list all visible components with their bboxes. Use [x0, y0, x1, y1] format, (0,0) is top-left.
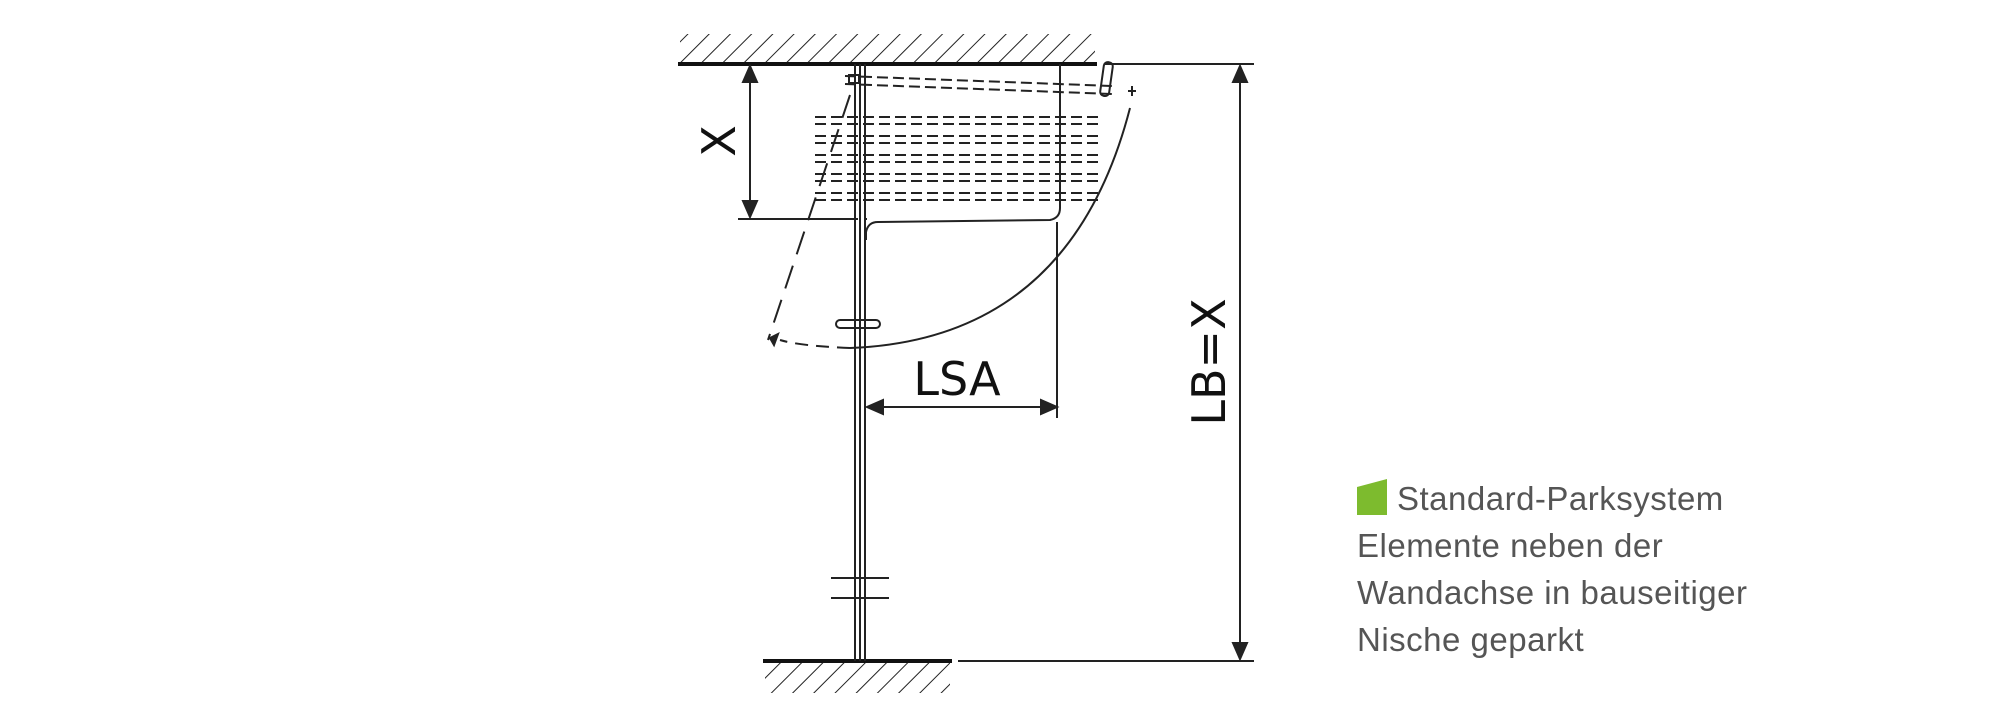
legend-line-2: Wandachse in bauseitiger	[1357, 574, 1748, 611]
floor	[763, 659, 952, 693]
dimension-lb	[958, 63, 1254, 662]
dimension-lsa	[864, 222, 1060, 418]
legend: Standard-Parksystem Elemente neben der W…	[1357, 475, 1748, 663]
rail-track	[848, 61, 1136, 240]
parked-elements	[815, 75, 1113, 201]
swing-arc	[767, 94, 1131, 349]
legend-title-row: Standard-Parksystem	[1357, 475, 1748, 522]
x-dimension-label: X	[692, 125, 746, 157]
dimension-x	[738, 63, 858, 220]
wall-axis	[831, 64, 889, 661]
legend-line-3: Nische geparkt	[1357, 621, 1585, 658]
legend-line-1: Elemente neben der	[1357, 527, 1664, 564]
lb-dimension-label: LB=X	[1182, 298, 1236, 425]
ceiling	[678, 34, 1097, 66]
lsa-dimension-label: LSA	[913, 352, 1001, 406]
legend-title: Standard-Parksystem	[1397, 480, 1724, 517]
green-marker-icon	[1357, 479, 1387, 515]
